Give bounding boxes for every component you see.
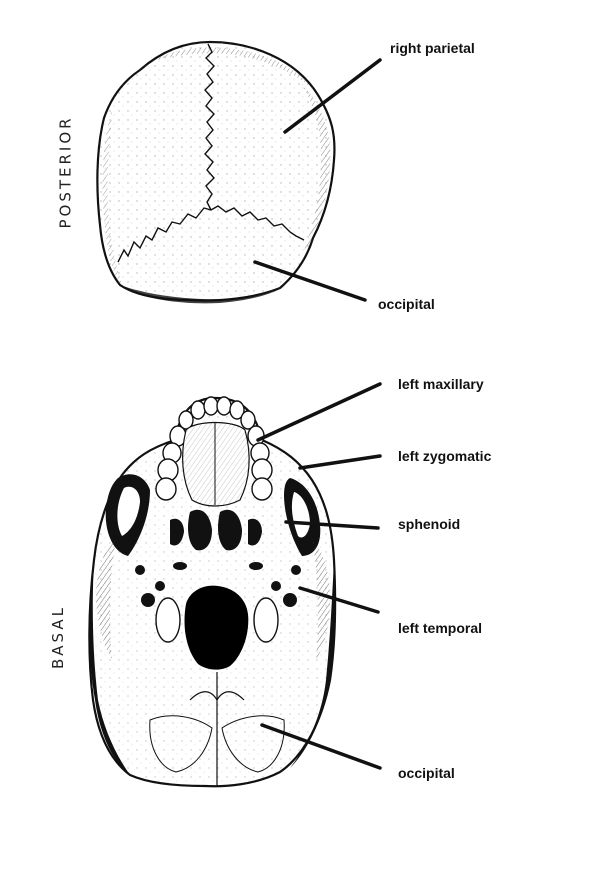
leader-line-left-temporal <box>298 586 380 614</box>
label-left-maxillary: left maxillary <box>398 376 484 392</box>
label-left-temporal: left temporal <box>398 620 483 636</box>
basal-view-label: BASAL <box>49 605 67 669</box>
posterior-view-label: POSTERIOR <box>56 115 75 229</box>
leader-line-left-zygomatic <box>298 454 382 470</box>
label-left-zygomatic: left zygomatic <box>398 448 492 464</box>
leader-line-occipital-posterior <box>253 260 367 302</box>
posterior-skull <box>96 40 336 304</box>
leader-line-right-parietal <box>283 58 382 134</box>
leader-line-occipital-basal <box>260 723 382 770</box>
basal-skull <box>88 396 337 788</box>
label-right-parietal: right parietal <box>390 40 475 56</box>
leader-line-left-maxillary <box>256 382 382 442</box>
leader-line-sphenoid <box>284 520 380 530</box>
leader-lines <box>253 58 382 770</box>
label-occipital-basal: occipital <box>398 765 455 781</box>
label-sphenoid: sphenoid <box>398 516 461 532</box>
label-occipital-posterior: occipital <box>378 296 435 312</box>
